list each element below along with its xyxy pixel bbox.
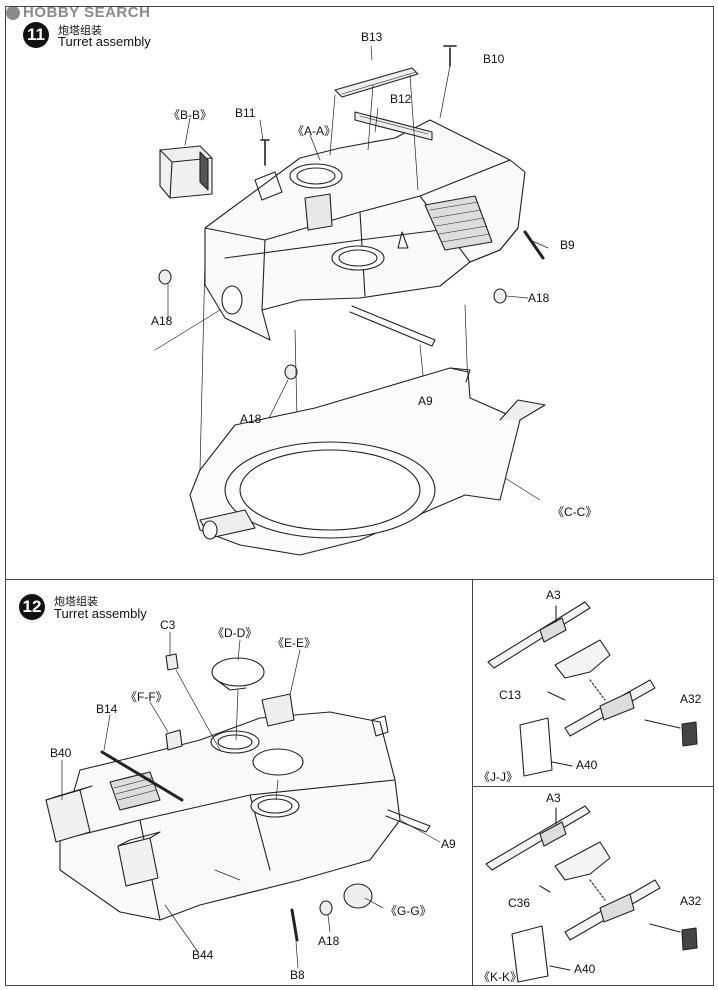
label-jj-a40: A40 <box>576 758 598 772</box>
step-12-title-cn: 炮塔组装 <box>54 595 98 608</box>
part-ee-box <box>261 693 295 727</box>
part-ee-hatch <box>252 748 304 776</box>
label-b44: B44 <box>192 948 214 962</box>
label-kk-title: 《K-K》 <box>478 970 523 984</box>
part-a9-rail <box>349 305 436 347</box>
part-b12-bar <box>354 111 433 141</box>
label-a18-left: A18 <box>151 314 173 328</box>
label-cc: 《C-C》 <box>552 505 598 519</box>
part-a18-right <box>493 288 507 304</box>
part-b14-rod <box>100 750 184 802</box>
part-b8-rod <box>290 908 299 942</box>
label-a18-step12: A18 <box>318 934 340 948</box>
label-kk-a40: A40 <box>574 962 596 976</box>
label-b10: B10 <box>483 52 505 66</box>
part-a18-mid <box>284 364 298 380</box>
label-jj-title: 《J-J》 <box>478 770 518 784</box>
step-11-title-en: Turret assembly <box>58 34 151 49</box>
part-gg <box>343 883 373 909</box>
turret-lower-hull <box>189 367 546 556</box>
label-c3: C3 <box>160 618 176 632</box>
label-b40: B40 <box>50 746 72 760</box>
part-b10-antenna <box>443 45 457 67</box>
label-a18-mid: A18 <box>240 412 262 426</box>
step-11-title-cn: 炮塔组装 <box>58 24 102 37</box>
label-ee: 《E-E》 <box>272 636 317 650</box>
label-gg: 《G-G》 <box>385 904 432 918</box>
label-b12: B12 <box>390 92 412 106</box>
label-a9: A9 <box>418 394 433 408</box>
label-jj-a3: A3 <box>546 588 561 602</box>
label-ff: 《F-F》 <box>125 690 168 704</box>
step-12-title-en: Turret assembly <box>54 606 147 621</box>
label-kk-a32: A32 <box>680 894 702 908</box>
part-ff <box>165 729 183 751</box>
sub-jj-drawing <box>487 601 698 777</box>
part-b9-rod <box>523 230 545 260</box>
label-a9-step12: A9 <box>441 837 456 851</box>
label-kk-c36: C36 <box>508 896 531 910</box>
label-jj-a32: A32 <box>680 692 702 706</box>
label-b14: B14 <box>96 702 118 716</box>
label-jj-c13: C13 <box>499 688 522 702</box>
label-kk-a3: A3 <box>546 791 561 805</box>
part-b40-boxes <box>45 785 161 887</box>
part-a18-step12 <box>319 900 333 916</box>
part-c3 <box>165 653 179 671</box>
label-b9: B9 <box>560 238 575 252</box>
step-12-number: 12 <box>19 594 45 620</box>
label-b8: B8 <box>290 968 305 982</box>
label-a18-right: A18 <box>528 291 550 305</box>
turret-upper-body <box>159 119 526 341</box>
watermark-text: HOBBY SEARCH <box>23 4 151 21</box>
label-aa: 《A-A》 <box>292 124 337 138</box>
part-a9-rail-step12 <box>385 809 431 833</box>
label-bb: 《B-B》 <box>168 108 213 122</box>
part-b13-bar <box>334 67 419 98</box>
watermark: HOBBY SEARCH <box>6 4 150 21</box>
label-b11: B11 <box>235 106 256 120</box>
part-b11 <box>260 139 270 166</box>
label-b13: B13 <box>361 30 383 44</box>
watermark-logo-icon <box>6 5 20 20</box>
step-12-leader-lines <box>61 631 441 969</box>
sub-kk-frame <box>472 786 714 986</box>
label-dd: 《D-D》 <box>212 626 258 640</box>
sub-kk-drawing <box>485 805 698 983</box>
part-a18-left <box>158 269 172 285</box>
step-11-number: 11 <box>23 22 49 48</box>
part-dd-hatch <box>211 657 265 691</box>
